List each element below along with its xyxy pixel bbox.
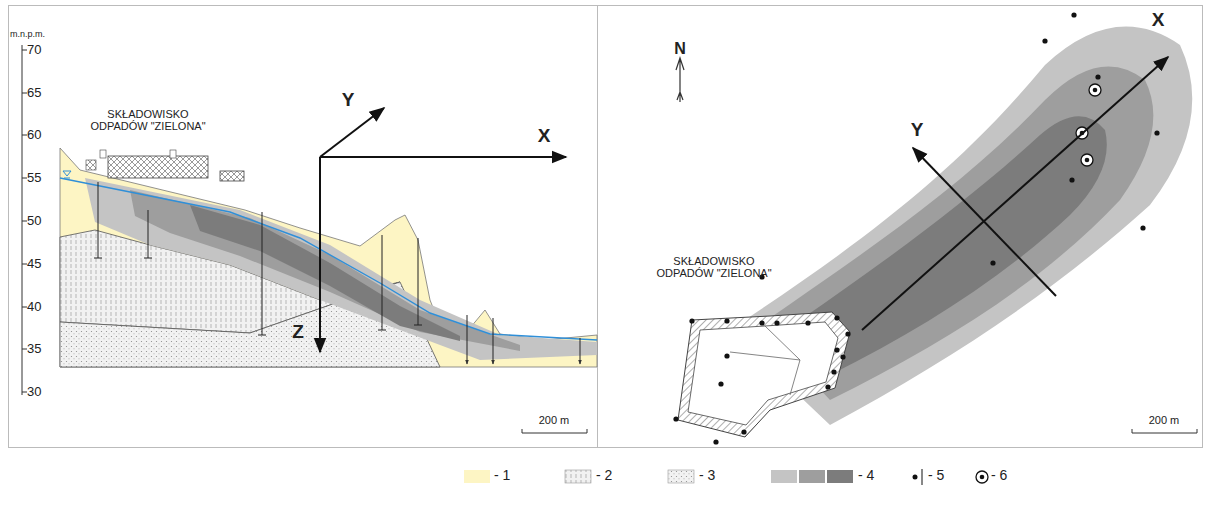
elevation-tick: 35 [27,342,41,356]
axis-label: Z [292,322,304,343]
panel-frame [9,6,598,448]
elevation-tick: 70 [27,43,41,57]
site-label: SKŁADOWISKO ODPADÓW "ZIELONA" [83,108,213,132]
site-label: SKŁADOWISKO ODPADÓW "ZIELONA" [649,255,779,279]
legend-label: - 3 [699,468,715,483]
legend-label: - 1 [494,468,510,483]
scale-label: 200 m [539,414,570,426]
north-label: N [674,40,686,58]
elevation-tick: 65 [27,86,41,100]
axis-label: Y [342,90,355,111]
elevation-tick: 50 [27,214,41,228]
legend-label: - 4 [858,468,874,483]
legend-label: - 2 [596,468,612,483]
elevation-tick: 45 [27,257,41,271]
legend-label: - 5 [928,468,944,483]
elevation-tick: 55 [27,171,41,185]
axis-label: Y [911,120,924,141]
elevation-tick: 60 [27,128,41,142]
axis-unit: m.n.p.m. [10,30,45,40]
elevation-tick: 40 [27,300,41,314]
panel-frame [598,6,1203,448]
plan-map [673,12,1197,444]
legend-swatch [799,470,825,483]
elevation-tick: 30 [27,385,41,399]
legend-label: - 6 [991,468,1007,483]
cross-section [22,45,597,433]
axis-label: X [538,126,551,147]
axis-label: X [1152,10,1165,31]
legend-swatch [464,470,490,483]
legend-samples [565,469,988,485]
scale-label: 200 m [1149,414,1180,426]
